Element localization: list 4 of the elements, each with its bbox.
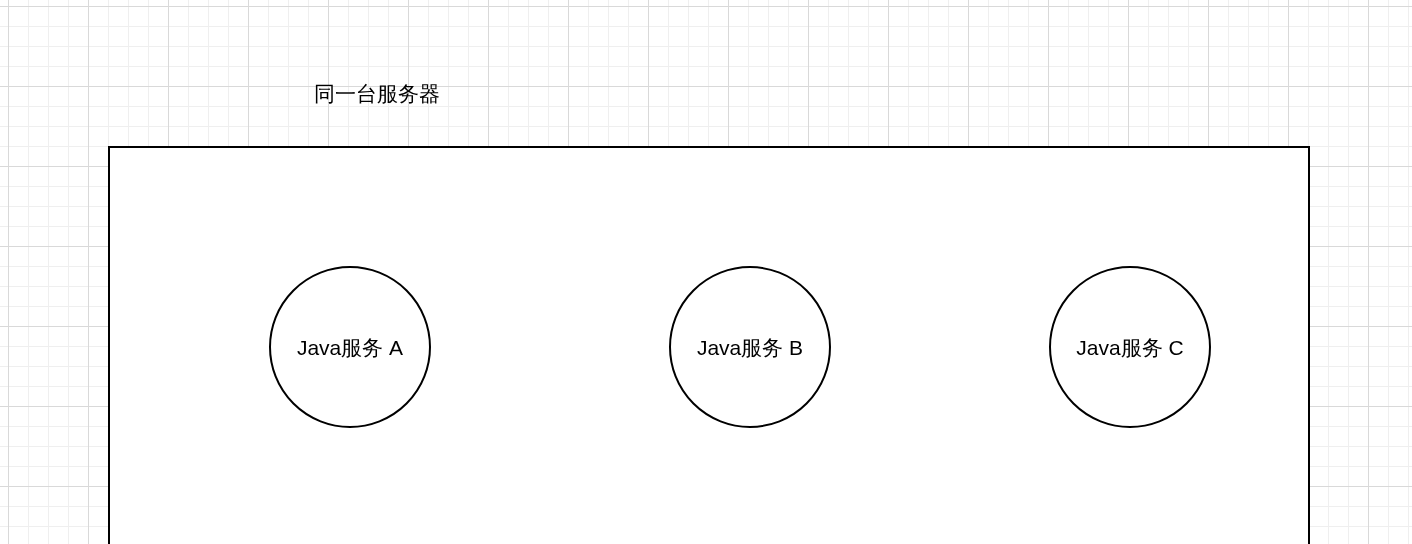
service-circle: Java服务 B (669, 266, 831, 428)
group-heading: 同一台服务器 (314, 81, 440, 107)
service-circle: Java服务 A (269, 266, 431, 428)
service-circle: Java服务 C (1049, 266, 1211, 428)
